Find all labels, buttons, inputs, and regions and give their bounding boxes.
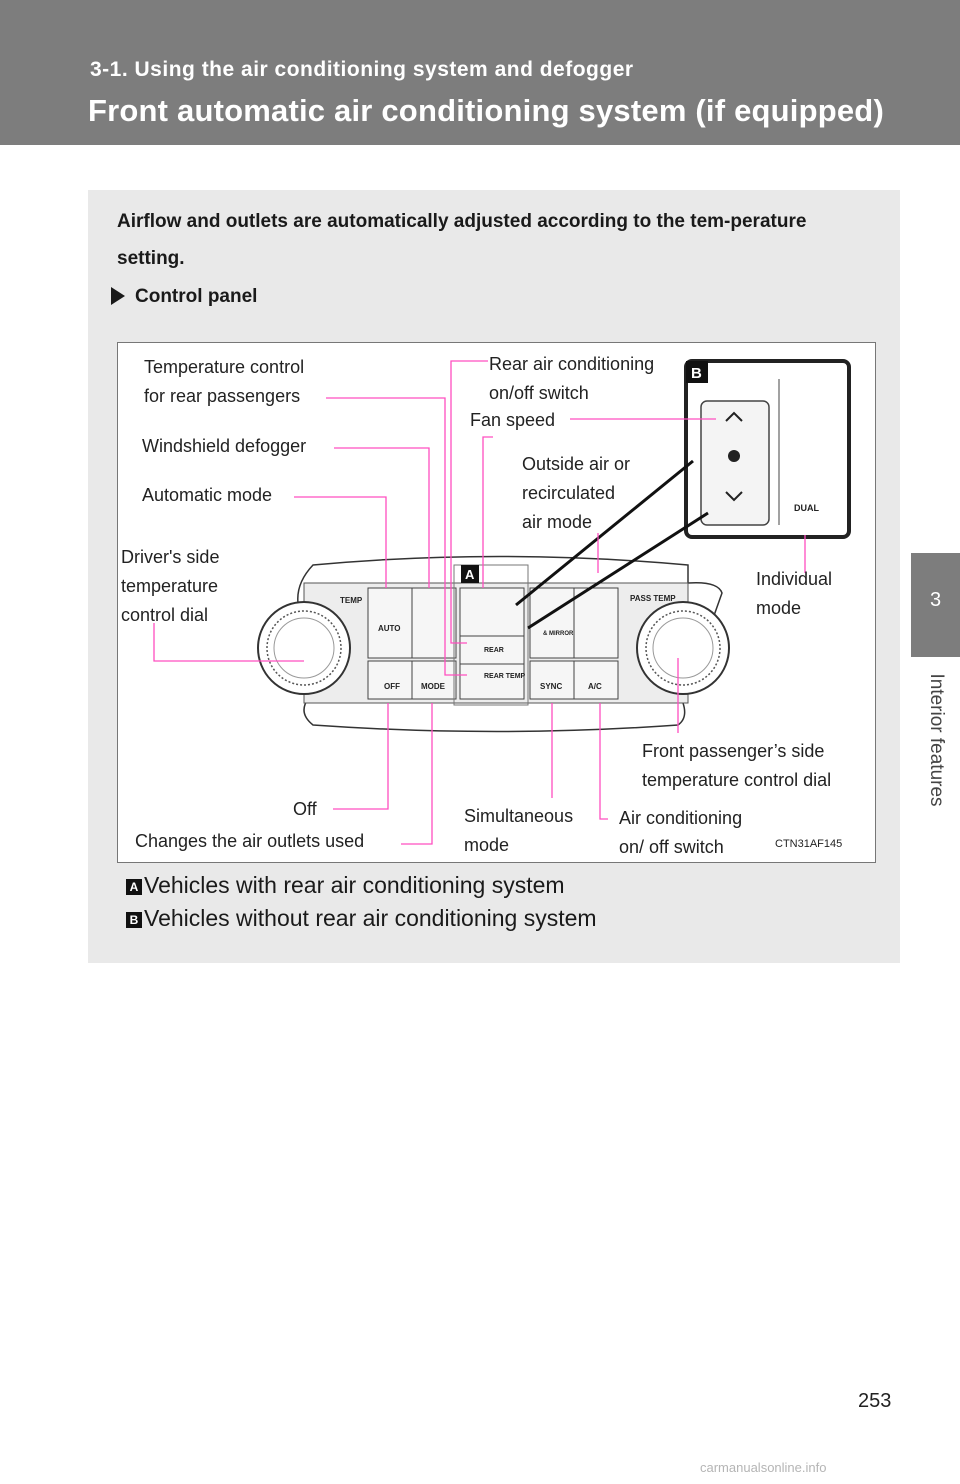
leader-rear-ac [450,360,488,644]
callout-outlets: Changes the air outlets used [135,831,365,851]
figure-code: CTN31AF145 [775,838,843,850]
page-title: Front automatic air conditioning system … [88,93,884,128]
mode-label: MODE [421,682,446,691]
leader-driver-dial [153,623,304,662]
callout-off: Off [293,799,317,819]
passenger-temp-dial [636,601,730,695]
inset-a-marker-text: A [465,567,475,582]
legend-a-marker: A [126,879,142,895]
rear-temp-label: REAR TEMP [484,673,526,680]
chapter-tab[interactable]: 3 [911,553,960,657]
control-panel-diagram: A TEMP PASS TEMP AUTO OFF MODE REAR REAR… [117,342,876,863]
section-label: 3-1. Using the air conditioning system a… [90,58,634,81]
legend-b-marker: B [126,912,142,928]
recirc-button [573,587,619,659]
control-panel-heading: Control panel [111,286,257,308]
triangle-bullet-icon [111,287,125,305]
inset-b: B DUAL [684,359,851,539]
chapter-number: 3 [929,589,942,611]
callout-automatic-mode: Automatic mode [142,485,273,505]
sync-label: SYNC [540,682,562,691]
off-button [367,660,413,700]
off-label: OFF [384,682,400,691]
fan-up-chevron-icon [725,411,743,422]
ac-button [573,660,619,700]
temp-label: TEMP [340,596,363,605]
inset-a-outline [453,564,529,706]
legend-a-text: Vehicles with rear air conditioning syst… [144,872,565,898]
inset-b-marker-text: B [691,365,702,382]
chapter-title: Interior features [926,673,947,807]
leader-outlets [401,703,433,845]
pass-temp-label: PASS TEMP [630,594,676,603]
rear-temp-button [459,663,525,700]
rear-fan-button [459,587,525,637]
mode-button [411,660,457,700]
leader-windshield [334,447,430,588]
page-number: 253 [858,1390,892,1412]
dual-label: DUAL [794,503,819,513]
leader-temp-rear [326,397,467,676]
leader-ac-switch [599,703,608,820]
rear-button [459,635,525,665]
callout-windshield-defogger: Windshield defogger [142,436,307,456]
control-panel-heading-text: Control panel [135,286,258,307]
control-panel-illustration: A TEMP PASS TEMP AUTO OFF MODE REAR REAR… [153,359,851,845]
intro-text: Airflow and outlets are automatically ad… [117,211,807,269]
rear-label: REAR [484,647,504,654]
watermark: carmanualsonline.info [700,1460,827,1475]
inset-a-marker [461,565,479,583]
page-header [0,0,960,145]
auto-button [367,587,413,659]
ac-label: A/C [588,682,602,691]
defogger-button [411,587,457,659]
leader-fan-speed-a [482,436,493,588]
callout-fan-speed: Fan speed [470,410,556,430]
driver-temp-dial [257,601,351,695]
sync-button [529,660,575,700]
auto-label: AUTO [378,624,401,633]
fan-icon [728,450,740,462]
fan-down-chevron-icon [725,491,743,502]
leader-automatic [294,496,387,588]
mirror-label: & MIRROR [543,631,574,637]
legend-b-text: Vehicles without rear air conditioning s… [144,905,597,931]
leader-off [333,703,389,810]
